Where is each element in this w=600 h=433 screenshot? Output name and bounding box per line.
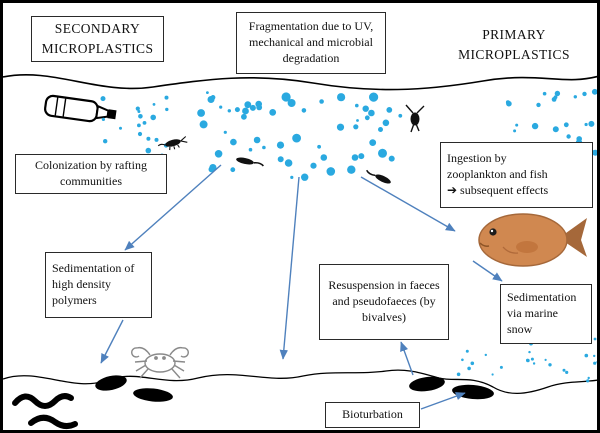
zooplankton-icon	[236, 157, 264, 167]
ingestion-line1: Ingestion by	[447, 151, 507, 166]
arrow-to-sedimentation	[124, 164, 222, 251]
flow-arrows	[100, 164, 503, 410]
colonization-text: Colonization by rafting communities	[35, 158, 147, 188]
box-resuspension: Resuspension in faeces and pseudofaeces …	[319, 264, 449, 340]
worm-icon	[12, 393, 78, 430]
arrow-resuspension-up	[400, 341, 414, 376]
scene-illustration	[3, 74, 597, 430]
arrow-to-ingestion	[360, 176, 456, 232]
secondary-line2: MICROPLASTICS	[41, 41, 154, 56]
seafloor-line	[3, 369, 597, 395]
marine-snow-text: Sedimentation via marine snow	[507, 290, 577, 336]
fragmentation-text: Fragmentation due to UV, mechanical and …	[248, 19, 374, 65]
crab-icon	[131, 346, 189, 379]
arrow-bioturbation-to-blob	[420, 392, 466, 410]
arrow-to-seafloor	[279, 176, 300, 360]
box-bioturbation: Bioturbation	[325, 402, 420, 428]
box-primary-microplastics: PRIMARY MICROPLASTICS	[444, 22, 584, 68]
ingestion-line2: zooplankton and fish	[447, 167, 548, 182]
zooplankton-icon	[365, 169, 391, 184]
secondary-line1: SECONDARY	[54, 20, 141, 36]
box-fragmentation: Fragmentation due to UV, mechanical and …	[236, 12, 386, 74]
arrow-sedimentation-to-floor	[100, 319, 124, 364]
resuspension-text: Resuspension in faeces and pseudofaeces …	[328, 278, 440, 324]
arrow-fish-to-marine-snow	[472, 260, 503, 282]
fish-icon	[478, 213, 587, 267]
ingestion-line3: ➔ subsequent effects	[447, 182, 549, 197]
bioturbation-text: Bioturbation	[342, 407, 403, 422]
water-surface-line	[3, 74, 597, 91]
zooplankton-icon	[405, 104, 425, 133]
box-colonization: Colonization by rafting communities	[15, 154, 167, 194]
box-sedimentation-polymers: Sedimentation of high density polymers	[45, 252, 152, 318]
primary-line2: MICROPLASTICS	[458, 47, 570, 62]
sedimentation-polymers-text: Sedimentation of high density polymers	[52, 261, 135, 307]
box-secondary-microplastics: SECONDARY MICROPLASTICS	[31, 16, 164, 62]
primary-line1: PRIMARY	[482, 26, 546, 42]
plastic-bottle-icon	[44, 94, 117, 123]
box-ingestion: Ingestion by zooplankton and fish ➔ subs…	[440, 142, 593, 208]
zooplankton-icon	[157, 136, 188, 151]
box-marine-snow: Sedimentation via marine snow	[500, 284, 592, 344]
